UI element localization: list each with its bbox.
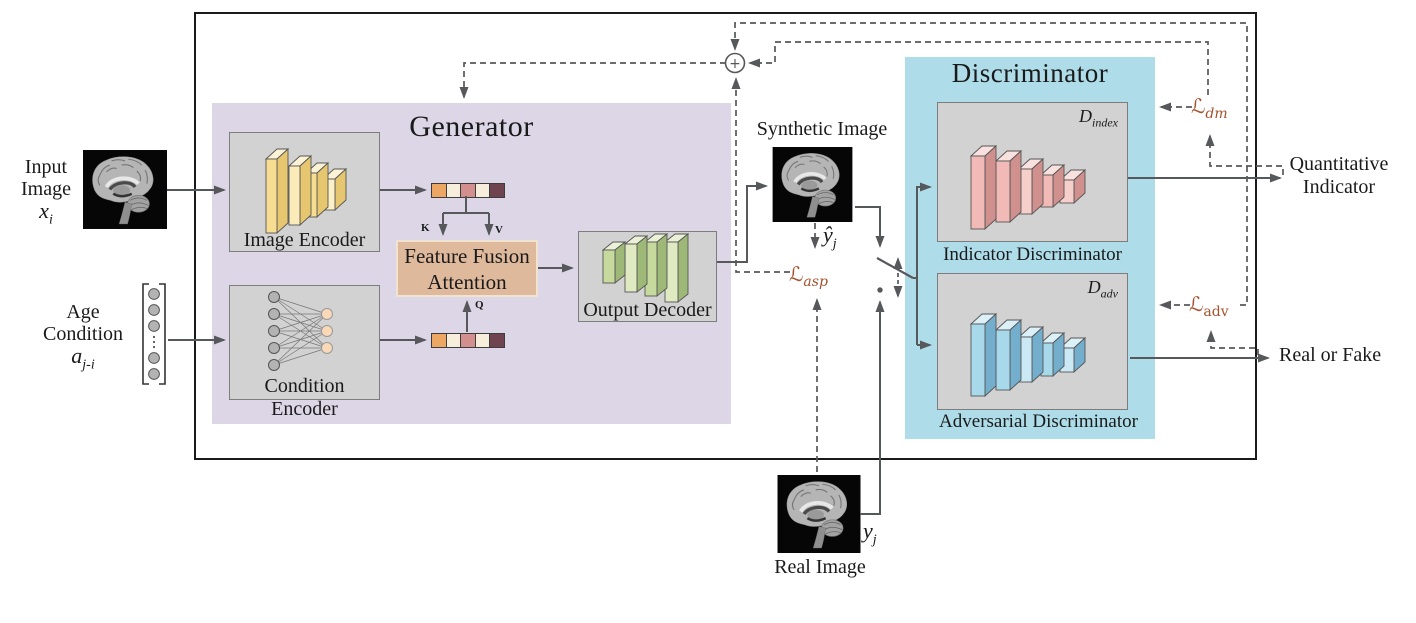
adversarial-discriminator-tag: Dadv	[1087, 277, 1118, 301]
input-brain-image	[83, 149, 167, 230]
output-decoder-label: Output Decoder	[583, 299, 712, 321]
indicator-discriminator-box: Dindex	[937, 102, 1128, 242]
synthetic-image-label: Synthetic Image	[756, 118, 888, 140]
synthetic-brain-image	[770, 147, 855, 222]
feature-fusion-attention-box: Feature Fusion Attention	[396, 240, 538, 297]
attention-label-line2: Attention	[427, 269, 507, 294]
image-encoder-blocks	[264, 147, 348, 235]
real-brain-image	[777, 475, 861, 553]
outer-frame	[194, 12, 1257, 460]
input-image-symbol: xi	[39, 198, 53, 228]
output-decoder-box: Output Decoder	[578, 231, 717, 322]
indicator-discriminator-tag: Dindex	[1079, 106, 1118, 130]
indicator-discriminator-label: Indicator Discriminator	[943, 244, 1122, 265]
age-condition-label: Age Condition aj-i	[28, 301, 138, 376]
image-feature-vector	[431, 183, 505, 198]
age-condition-vector	[142, 283, 166, 385]
input-image-label: Input Image xi	[10, 156, 82, 231]
adversarial-discriminator-box: Dadv	[937, 273, 1128, 410]
quantitative-indicator-label: Quantitative Indicator	[1289, 153, 1389, 198]
real-image-label: Real Image	[774, 556, 866, 578]
image-encoder-label: Image Encoder	[243, 229, 366, 251]
synthetic-image-symbol: ŷj	[823, 222, 837, 252]
loss-adv-label: ℒadv	[1189, 292, 1229, 320]
value-label: V	[495, 224, 503, 236]
adversarial-discriminator-label: Adversarial Discriminator	[939, 411, 1138, 432]
key-label: K	[421, 222, 430, 234]
attention-label-line1: Feature Fusion	[404, 243, 530, 268]
condition-encoder-network	[268, 291, 333, 371]
query-label: Q	[475, 299, 484, 311]
condition-encoder-box: Condition Encoder	[229, 285, 380, 420]
real-image-symbol: yj	[863, 518, 877, 548]
condition-encoder-label: Condition Encoder	[264, 375, 345, 420]
age-condition-symbol: aj-i	[71, 343, 95, 373]
loss-asp-label: ℒasp	[789, 262, 828, 290]
image-encoder-box: Image Encoder	[229, 132, 380, 252]
condition-feature-vector	[431, 333, 505, 348]
adversarial-discriminator-blocks	[969, 312, 1087, 398]
loss-dm-label: ℒdm	[1191, 94, 1228, 122]
output-decoder-blocks	[601, 233, 690, 303]
real-or-fake-label: Real or Fake	[1279, 344, 1382, 366]
discriminator-title: Discriminator	[951, 58, 1109, 88]
generator-title: Generator	[409, 110, 534, 143]
